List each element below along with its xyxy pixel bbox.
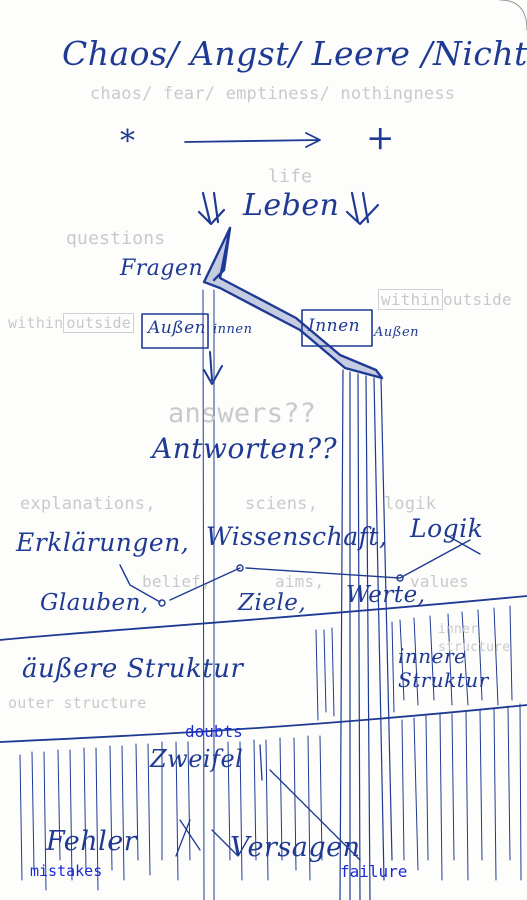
central-line-left — [202, 289, 205, 900]
connector-line-mid — [169, 567, 241, 601]
fragen-word: Fragen — [120, 256, 204, 281]
funnel-shape — [202, 226, 384, 380]
innere-struktur-word: innere Struktur — [398, 644, 489, 692]
questions-translation: questions — [66, 228, 166, 249]
inner-structure-line — [0, 595, 527, 641]
chaos-translation: chaos/ fear/ emptiness/ nothingness — [90, 84, 456, 104]
mistakes-translation: mistakes — [30, 862, 103, 880]
arrow-star-to-cross — [184, 132, 321, 148]
lower-hatching — [19, 703, 522, 891]
outside-right-label: outside — [443, 290, 512, 309]
life-translation: life — [268, 166, 313, 187]
logik-translation: logik — [384, 494, 437, 514]
star-symbol: * — [120, 124, 136, 159]
wissenschaft-word: Wissenschaft, — [206, 522, 388, 551]
logik-word: Logik — [410, 514, 484, 543]
versagen-word: Versagen — [230, 832, 361, 863]
erklaerungen-word: Erklärungen, — [16, 528, 190, 557]
aussen-right-word: Außen — [374, 325, 420, 340]
belief-translation: belief, — [142, 572, 211, 591]
leben-word: Leben — [243, 188, 340, 223]
innen-left-word: innen — [213, 322, 253, 337]
outer-structure-translation: outer structure — [8, 694, 147, 712]
values-translation: values — [410, 572, 469, 591]
innen-right-word: Innen — [308, 316, 361, 336]
double-arrow-right — [345, 191, 380, 226]
page-corner — [499, 0, 527, 31]
title-handwriting: Chaos/ Angst/ Leere /Nichts — [62, 34, 527, 73]
box-innen-right — [301, 309, 373, 347]
falling-lines — [339, 369, 393, 900]
box-aussen-left — [141, 313, 209, 349]
cross-symbol: + — [366, 118, 395, 158]
zweifel-word: Zweifel — [150, 745, 244, 773]
fehler-word: Fehler — [46, 826, 138, 857]
failure-translation: failure — [340, 862, 408, 881]
ziele-word: Ziele, — [238, 590, 307, 616]
within-left-label: within — [8, 314, 64, 332]
explanations-translation: explanations, — [20, 494, 156, 514]
inner-translation: inner — [438, 622, 479, 637]
within-right-label: within — [378, 289, 443, 310]
antworten-word: Antworten?? — [152, 432, 338, 465]
doubts-translation: doubts — [185, 722, 243, 741]
outside-left-label: outside — [63, 313, 135, 333]
answers-translation: answers?? — [168, 398, 317, 429]
aims-translation: aims, — [275, 572, 325, 591]
glauben-word: Glauben, — [40, 590, 149, 616]
inner-hatching — [315, 605, 513, 721]
outer-structure-line — [0, 704, 527, 743]
connector-line-right — [245, 539, 471, 579]
cross-strokes — [175, 769, 361, 861]
down-arrow-middle — [203, 351, 223, 385]
aussen-left-word: Außen — [148, 318, 207, 338]
aeussere-struktur-word: äußere Struktur — [22, 654, 244, 684]
structure-translation: structure — [438, 640, 511, 655]
werte-word: Werte, — [346, 582, 426, 608]
connector-line-left — [119, 564, 161, 603]
double-arrow-left — [197, 191, 226, 226]
sciens-translation: sciens, — [245, 494, 319, 514]
